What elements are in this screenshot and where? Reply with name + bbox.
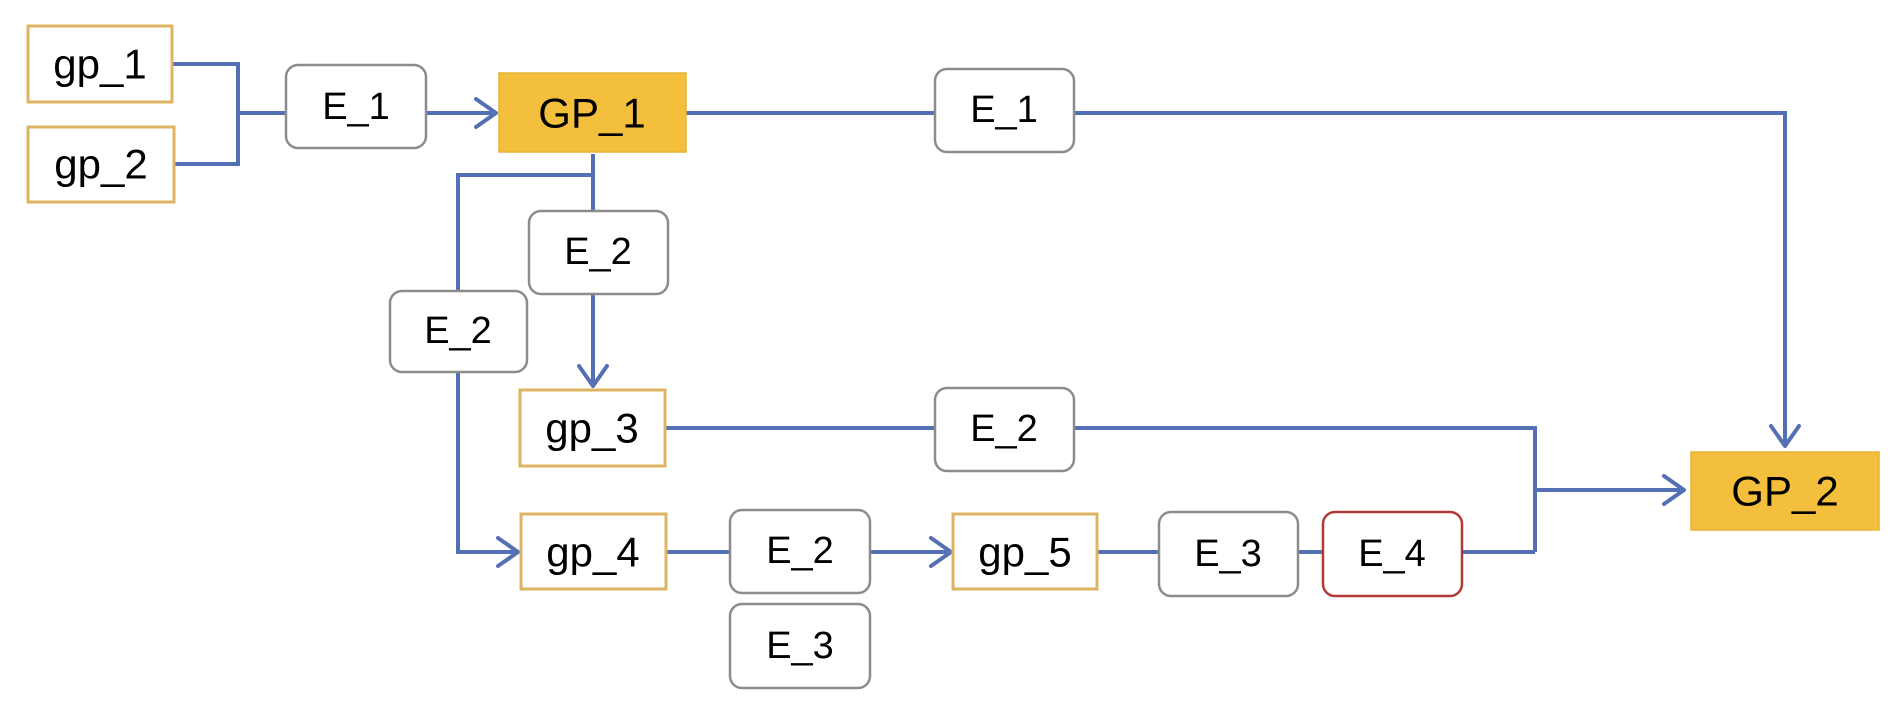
arrowhead-GP1: [474, 97, 498, 129]
node-label: gp_2: [54, 141, 147, 188]
arrowhead-gp5: [929, 536, 953, 568]
connectors: [172, 62, 1801, 568]
node-e2-outer: E_2: [388, 289, 529, 374]
node-label: E_2: [564, 231, 632, 273]
edge-GP1-to-e2-outer: [456, 173, 593, 291]
edge-e2-right-to-junction: [1074, 426, 1537, 552]
edge-gp1-merge: [172, 62, 240, 166]
node-label: E_3: [1194, 533, 1262, 575]
node-label: GP_2: [1731, 468, 1838, 515]
node-e3-chain: E_3: [1157, 510, 1300, 598]
node-e1-top: E_1: [933, 67, 1076, 154]
node-gp2-small: gp_2: [26, 125, 176, 204]
node-label: E_3: [766, 625, 834, 667]
edge-e2-outer-to-gp4: [456, 372, 514, 554]
arrowhead-gp3: [577, 364, 609, 388]
node-label: E_2: [970, 408, 1038, 450]
node-gp4: gp_4: [519, 512, 668, 591]
edge-e1-top-to-GP2: [1074, 111, 1787, 444]
arrowhead-GP2-side: [1662, 474, 1686, 506]
node-label: E_2: [424, 310, 492, 352]
node-gp3: gp_3: [518, 388, 667, 468]
node-gp5: gp_5: [951, 512, 1099, 591]
node-label: E_2: [766, 530, 834, 572]
node-e2-inner: E_2: [527, 209, 670, 296]
node-label: gp_4: [546, 529, 639, 576]
node-label: gp_1: [53, 41, 146, 88]
node-GP2: GP_2: [1690, 451, 1880, 531]
node-e3-stack: E_3: [728, 602, 872, 690]
node-label: GP_1: [538, 90, 645, 137]
node-label: gp_5: [978, 529, 1071, 576]
node-gp1-small: gp_1: [26, 24, 174, 104]
node-e1-left: E_1: [284, 63, 428, 150]
node-e4-chain: E_4: [1321, 510, 1464, 598]
node-e2-bottom: E_2: [728, 508, 872, 595]
arrowhead-gp4: [496, 536, 520, 568]
node-label: E_4: [1358, 533, 1426, 575]
arrowhead-GP2-top: [1769, 424, 1801, 448]
node-label: E_1: [970, 89, 1038, 131]
node-label: gp_3: [545, 405, 638, 452]
node-e2-right: E_2: [933, 386, 1076, 473]
node-label: E_1: [322, 86, 390, 128]
node-GP1: GP_1: [498, 72, 687, 153]
